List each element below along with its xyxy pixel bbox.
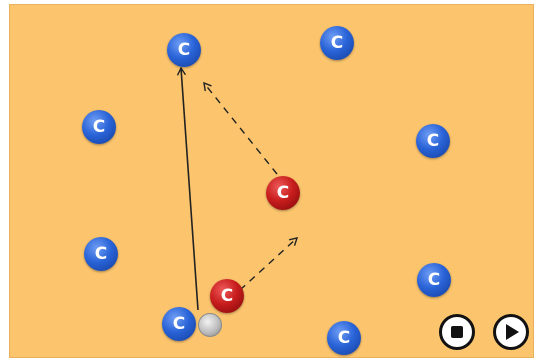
red-player[interactable]: C [210, 279, 244, 313]
blue-player[interactable]: C [417, 263, 451, 297]
blue-player[interactable]: C [82, 110, 116, 144]
player-label: C [276, 183, 290, 203]
player-label: C [220, 286, 234, 306]
pass-arrow [176, 66, 199, 311]
stop-button[interactable] [439, 314, 475, 350]
play-button[interactable] [493, 314, 529, 350]
player-label: C [427, 270, 441, 290]
blue-player[interactable]: C [320, 26, 354, 60]
player-label: C [337, 328, 351, 348]
run-arrow [203, 81, 278, 175]
player-label: C [94, 244, 108, 264]
ball-icon[interactable] [198, 313, 222, 337]
player-label: C [92, 117, 106, 137]
blue-player[interactable]: C [162, 307, 196, 341]
player-label: C [330, 33, 344, 53]
run-arrow [239, 237, 299, 291]
player-label: C [426, 131, 440, 151]
blue-player[interactable]: C [167, 33, 201, 67]
player-label: C [172, 314, 186, 334]
blue-player[interactable]: C [327, 321, 361, 355]
blue-player[interactable]: C [416, 124, 450, 158]
player-label: C [177, 40, 191, 60]
red-player[interactable]: C [266, 176, 300, 210]
blue-player[interactable]: C [84, 237, 118, 271]
stop-icon [451, 326, 463, 338]
play-icon [506, 324, 519, 340]
